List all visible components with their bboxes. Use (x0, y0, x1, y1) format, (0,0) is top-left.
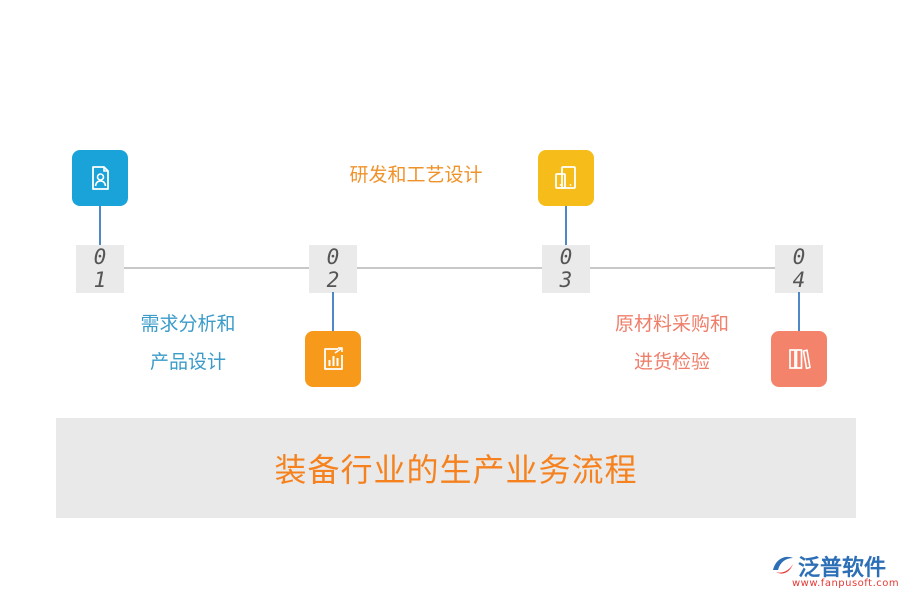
books-icon (789, 349, 811, 370)
logo-name: 泛普软件 (798, 556, 887, 581)
step-2-icon-box (305, 331, 361, 387)
step-4-label: 原材料采购和 进货检验 (614, 313, 729, 373)
devices-icon (555, 166, 576, 189)
step-2-connector (332, 292, 334, 332)
profile-document-icon (92, 166, 109, 190)
bar-chart-export-icon (324, 347, 343, 370)
logo-url: www.fanpusoft.com (792, 578, 900, 589)
step-1-icon-box (72, 150, 128, 206)
step-3-label: 研发和工艺设计 (349, 164, 483, 186)
step-4-number: 0 4 (775, 245, 823, 293)
step-1-number: 0 1 (76, 245, 124, 293)
step-3-connector (565, 206, 567, 246)
step-3-number: 0 3 (542, 245, 590, 293)
step-1-connector (99, 206, 101, 246)
diagram-title: 装备行业的生产业务流程 (274, 451, 638, 489)
timeline-line (100, 267, 800, 269)
step-4-connector (798, 292, 800, 332)
fanpu-logo-icon (773, 556, 793, 574)
brand-logo: 泛普软件 www.fanpusoft.com (770, 550, 899, 592)
step-4-icon-box (771, 331, 827, 387)
title-band: 装备行业的生产业务流程 (56, 418, 856, 518)
step-1-label: 需求分析和 产品设计 (140, 313, 236, 373)
step-3-icon-box (538, 150, 594, 206)
step-2-number: 0 2 (309, 245, 357, 293)
